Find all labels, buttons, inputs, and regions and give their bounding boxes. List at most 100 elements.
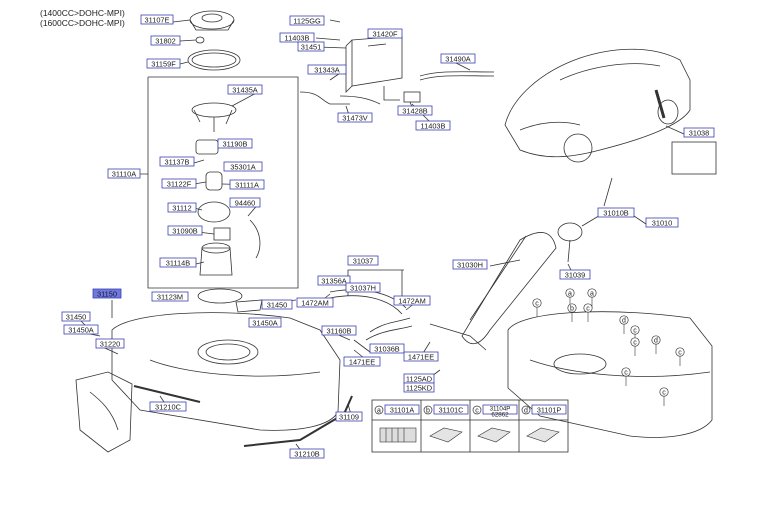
part-label-box: [337, 112, 373, 123]
callout-letter-c: c: [633, 340, 637, 347]
part-label-1125kd[interactable]: 1125KD: [403, 382, 435, 393]
part-label-1471ee[interactable]: 1471EE: [403, 351, 439, 362]
part-label-box: [343, 356, 381, 367]
part-label-box: [369, 343, 405, 354]
part-label-11403b[interactable]: 11403B: [415, 120, 451, 131]
part-label-31036b[interactable]: 31036B: [369, 343, 405, 354]
part-label-text: 31112: [172, 203, 191, 212]
part-label-94460[interactable]: 94460: [229, 197, 261, 208]
callout-letter-c: c: [633, 328, 637, 335]
part-label-31159f[interactable]: 31159F: [146, 58, 181, 69]
part-label-31435a[interactable]: 31435A: [227, 84, 263, 95]
part-label-31356a[interactable]: 31356A: [317, 275, 351, 286]
part-label-text: 31420F: [372, 29, 398, 38]
part-label-31111a[interactable]: 31111A: [229, 179, 265, 190]
part-label-31039[interactable]: 31039: [559, 269, 591, 280]
part-label-text: 31123M: [157, 292, 183, 301]
part-label-31030h[interactable]: 31030H: [452, 259, 488, 270]
part-label-31450[interactable]: 31450: [261, 299, 293, 310]
part-label-box: [279, 32, 315, 43]
callout-letter-a: a: [590, 291, 594, 298]
part-label-text: 31160B: [327, 326, 352, 335]
part-label-31010[interactable]: 31010: [645, 217, 679, 228]
part-label-31802[interactable]: 31802: [150, 35, 181, 46]
fuel-label-sticker-drawing: [671, 141, 717, 175]
part-label-31160b[interactable]: 31160B: [321, 325, 357, 336]
legend-code-31101p[interactable]: 31101P: [537, 405, 561, 414]
part-label-text: 31190B: [223, 139, 248, 148]
vapor-hose-drawing: [299, 91, 350, 105]
legend-letter: c: [475, 408, 479, 415]
part-label-text: 31220: [100, 339, 121, 348]
callout-circle: [659, 387, 669, 397]
part-label-31450a[interactable]: 31450A: [63, 324, 99, 335]
part-label-31037[interactable]: 31037: [347, 255, 379, 266]
legend-letter: d: [524, 408, 528, 415]
legend-code-31101c[interactable]: 31101C: [439, 405, 464, 414]
part-label-31137b[interactable]: 31137B: [159, 156, 195, 167]
part-label-31109[interactable]: 31109: [335, 411, 363, 422]
engine-variant-line-2: (1600CC>DOHC-MPI): [40, 18, 125, 28]
part-label-31451[interactable]: 31451: [297, 41, 325, 52]
part-label-box: [297, 41, 325, 52]
part-label-31107e[interactable]: 31107E: [140, 14, 174, 25]
part-label-35301a[interactable]: 35301A: [223, 161, 263, 172]
part-label-box: [146, 58, 181, 69]
legend-item-d-drawing: [526, 427, 560, 443]
legend-sub-code[interactable]: 62862: [491, 412, 509, 419]
legend-letter: b: [426, 408, 430, 415]
part-label-31112[interactable]: 31112: [167, 202, 197, 213]
part-label-1472am[interactable]: 1472AM: [393, 295, 431, 306]
part-label-31123m[interactable]: 31123M: [151, 291, 189, 302]
part-label-31037h[interactable]: 31037H: [345, 282, 381, 293]
part-label-box: [289, 15, 325, 26]
part-label-1125gg[interactable]: 1125GG: [289, 15, 325, 26]
callout-circle: [583, 303, 593, 313]
part-label-box: [289, 448, 325, 459]
callout-letter-d: d: [622, 318, 626, 325]
part-label-1472am[interactable]: 1472AM: [296, 297, 334, 308]
part-label-31010b[interactable]: 31010B: [597, 207, 635, 218]
callout-letter-d: d: [654, 338, 658, 345]
part-label-31150[interactable]: 31150: [92, 288, 122, 299]
part-label-31122f[interactable]: 31122F: [161, 178, 197, 189]
callout-circle: [532, 298, 542, 308]
part-label-text: 31122F: [167, 179, 192, 188]
part-label-box: [248, 317, 282, 328]
legend-code-box: [531, 404, 567, 415]
legend-code-31101a[interactable]: 31101A: [390, 405, 414, 414]
part-label-31190b[interactable]: 31190B: [217, 138, 253, 149]
fuel-tank-drawing: [111, 312, 341, 431]
part-label-31428b[interactable]: 31428B: [397, 105, 433, 116]
part-label-text: 1125GG: [293, 16, 321, 25]
part-label-box: [452, 259, 488, 270]
part-label-31210b[interactable]: 31210B: [289, 448, 325, 459]
part-label-31110a[interactable]: 31110A: [107, 168, 141, 179]
part-label-box: [149, 401, 187, 412]
part-label-31038[interactable]: 31038: [683, 127, 715, 138]
part-label-text: 1125KD: [406, 383, 432, 392]
part-label-31343a[interactable]: 31343A: [307, 64, 347, 75]
part-label-text: 31037H: [350, 283, 376, 292]
part-label-31450[interactable]: 31450: [61, 311, 91, 322]
part-label-31210c[interactable]: 31210C: [149, 401, 187, 412]
part-label-31450a[interactable]: 31450A: [248, 317, 282, 328]
part-label-1471ee[interactable]: 1471EE: [343, 356, 381, 367]
part-label-31490a[interactable]: 31490A: [440, 53, 476, 64]
legend-code-31104p[interactable]: 31104P: [490, 406, 511, 413]
part-label-box: [296, 297, 334, 308]
part-label-box: [307, 64, 347, 75]
part-label-1125ad[interactable]: 1125AD: [403, 373, 435, 384]
part-label-31220[interactable]: 31220: [95, 338, 125, 349]
part-label-31420f[interactable]: 31420F: [367, 28, 403, 39]
strap-c-drawing: [133, 385, 201, 403]
part-label-text: 31802: [155, 36, 176, 45]
part-label-box: [367, 28, 403, 39]
legend-item-a-drawing: [379, 427, 417, 443]
part-label-31114b[interactable]: 31114B: [159, 257, 197, 268]
screw-drawing: [195, 36, 205, 44]
callout-letter-a: a: [568, 291, 572, 298]
part-label-31090b[interactable]: 31090B: [167, 225, 203, 236]
part-label-31473v[interactable]: 31473V: [337, 112, 373, 123]
part-label-11403b[interactable]: 11403B: [279, 32, 315, 43]
